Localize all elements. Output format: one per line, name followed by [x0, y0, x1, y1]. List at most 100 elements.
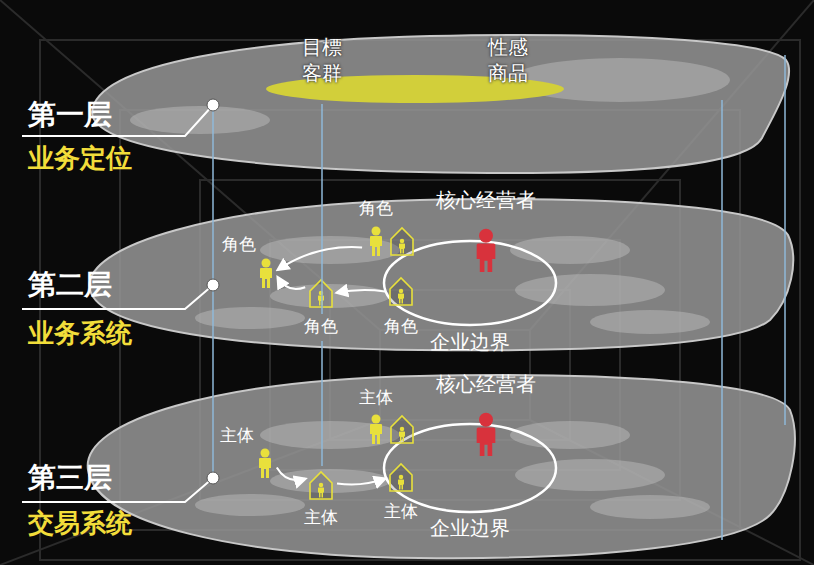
person-head — [319, 483, 324, 488]
role-label: 角色 — [384, 316, 418, 336]
plate-highlight — [195, 494, 305, 516]
band-label: 目標 客群 — [300, 34, 344, 86]
layer-plate: 第二层业务系统企业边界角色核心经营者角色角色角色 — [0, 183, 814, 355]
person-body — [260, 268, 272, 288]
house-shape — [308, 278, 334, 308]
person-head — [372, 227, 381, 236]
layer-number: 第一层 — [28, 98, 112, 132]
layer-leaders — [22, 105, 213, 502]
house-shape — [388, 462, 414, 492]
house-node: 角色 — [388, 276, 414, 306]
layer-plate: 第一层业务定位 目標 客群 性感 商品 — [0, 25, 814, 180]
person-body — [370, 236, 382, 256]
layer-title: 业务定位 — [28, 143, 132, 174]
house-shape — [388, 276, 414, 306]
person-icon — [398, 289, 404, 304]
core-shape — [472, 228, 500, 272]
house-shape — [308, 470, 334, 500]
person-head — [400, 427, 405, 432]
role-label: 角色 — [304, 316, 338, 336]
person-body — [318, 296, 324, 306]
boundary-label: 企业边界 — [430, 516, 510, 540]
flow-arrow — [337, 479, 385, 485]
house-outline — [390, 464, 412, 491]
person-shape — [256, 448, 274, 478]
plate-highlight — [195, 307, 305, 329]
plate-highlight — [590, 310, 710, 334]
layer-number: 第三层 — [28, 461, 112, 495]
boundary-label: 企业边界 — [430, 330, 510, 354]
operator-label: 核心经营者 — [436, 188, 536, 212]
person-head — [479, 229, 493, 243]
entity-label: 主体 — [384, 501, 418, 521]
plate-outline — [88, 375, 795, 558]
house-node: 角色 — [308, 278, 334, 308]
house-node: 主体 — [308, 470, 334, 500]
band-label: 性感 商品 — [486, 34, 530, 86]
person-icon — [318, 483, 324, 498]
flow-arrow — [278, 277, 305, 289]
axis-lines — [213, 55, 785, 540]
house-icon — [391, 228, 413, 255]
person-head — [372, 415, 381, 424]
core-node: 核心经营者 — [472, 228, 500, 272]
person-body — [370, 424, 382, 444]
role-label: 角色 — [222, 234, 256, 254]
house-outline — [310, 472, 332, 499]
leader-dot — [207, 279, 219, 291]
plate-highlight — [515, 274, 665, 306]
house-icon — [310, 280, 332, 307]
person-icon — [398, 475, 404, 490]
person-head — [262, 259, 271, 268]
person-body — [318, 488, 324, 498]
layer-plate: 第三层交易系统企业边界主体核心经营者主体主体主体 — [0, 360, 814, 565]
flow-arrow — [277, 468, 305, 481]
person-shape — [257, 258, 275, 288]
person-body — [399, 432, 405, 442]
layer-title: 业务系统 — [28, 318, 132, 349]
person-body — [477, 244, 496, 272]
person-body — [399, 244, 405, 254]
house-node: 主体 — [388, 462, 414, 492]
operator-label: 核心经营者 — [436, 372, 536, 396]
house-icon — [310, 472, 332, 499]
leader-line — [22, 105, 213, 136]
leader-dot — [207, 472, 219, 484]
plate-highlight — [510, 236, 630, 264]
leader-dots — [207, 99, 219, 484]
person-head — [400, 239, 405, 244]
house-outline — [390, 278, 412, 305]
plate-outline — [92, 35, 789, 173]
axis-line — [721, 100, 723, 540]
person-node: 主体 — [256, 448, 274, 478]
axis-line — [321, 341, 323, 466]
layer-title: 交易系统 — [28, 508, 132, 539]
pair-node: 主体 — [365, 410, 415, 446]
house-outline — [391, 416, 413, 443]
axis-line — [784, 55, 786, 425]
core-node: 核心经营者 — [472, 412, 500, 456]
house-icon — [390, 464, 412, 491]
person-icon — [370, 227, 382, 257]
person-head — [261, 449, 270, 458]
house-icon — [391, 416, 413, 443]
person-body — [398, 480, 404, 490]
plate-highlight — [590, 495, 710, 519]
person-icon — [399, 427, 405, 442]
house-outline — [391, 228, 413, 255]
person-icon — [477, 413, 496, 456]
leader-line — [22, 285, 213, 309]
plate-outline — [89, 199, 793, 350]
plate-highlight — [515, 459, 665, 491]
leader-dot — [207, 99, 219, 111]
leader-line — [22, 478, 213, 502]
person-head — [399, 475, 404, 480]
person-icon — [477, 229, 496, 272]
person-icon — [399, 239, 405, 254]
person-icon — [318, 291, 324, 306]
entity-label: 主体 — [359, 387, 393, 407]
